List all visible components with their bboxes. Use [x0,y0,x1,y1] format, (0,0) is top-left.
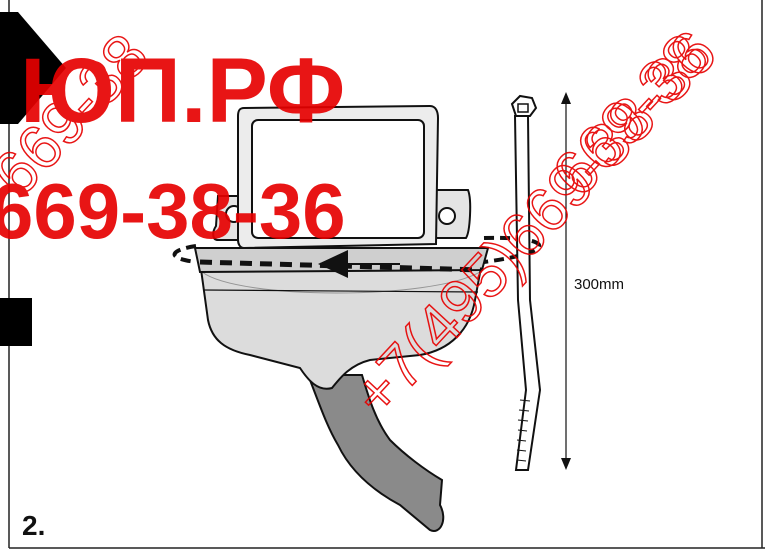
cable-tie-strap [513,115,542,471]
hose [306,374,445,532]
step-number: 2. [22,510,46,541]
watermark-diagonal-upper-right: 669-38 [540,21,722,209]
watermark-line2: 669-38-36 [0,167,346,255]
dimension-label: 300mm [574,276,624,293]
cable-tie [510,94,542,471]
left-margin-arrow-marker [0,12,66,124]
housing-body [198,261,484,390]
left-margin-tab-marker [0,298,32,346]
control-unit [212,104,472,250]
watermark-line1: ЮП.РФ [20,40,345,142]
wrap-direction-arrow [318,250,400,278]
control-box-window [251,119,425,239]
length-dimension: 300mm [561,92,624,470]
